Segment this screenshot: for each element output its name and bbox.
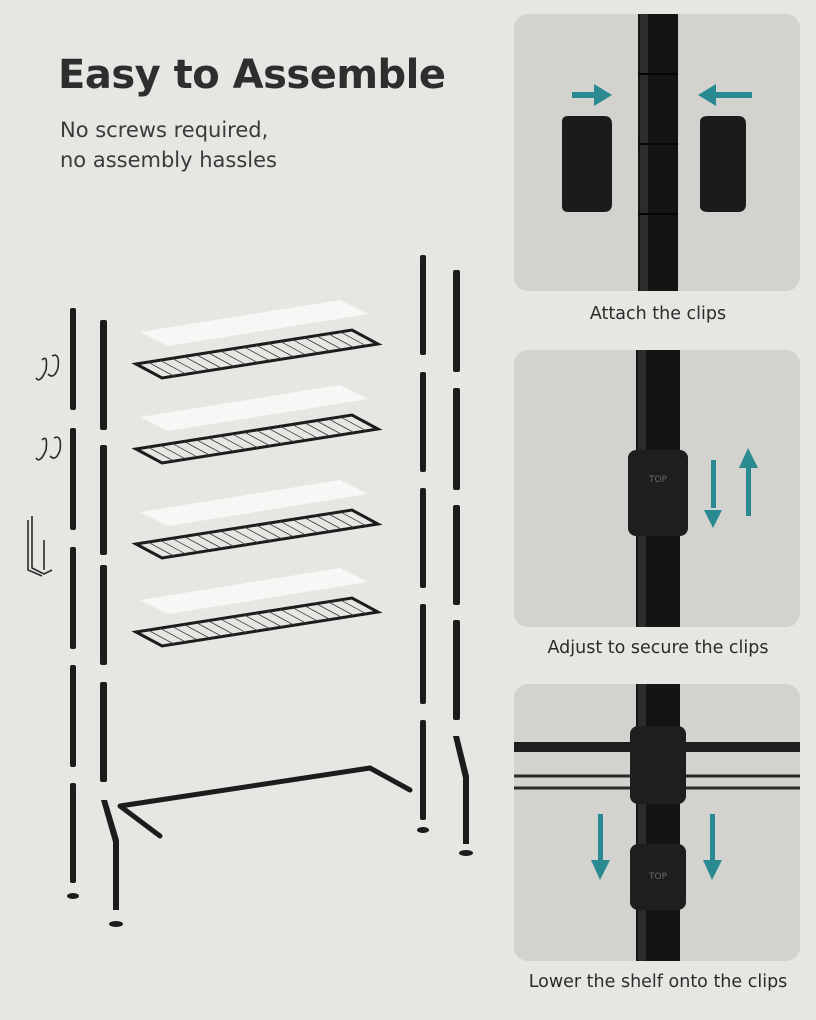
shelf-wire (219, 350, 247, 366)
shelf-wire (303, 517, 331, 532)
subtitle-line-1: No screws required, (60, 118, 269, 142)
shelf-wire (291, 423, 319, 439)
shelf-liner (140, 568, 368, 614)
shelf-wire (231, 348, 259, 364)
shelf-wire (315, 420, 343, 435)
shelf-wire (339, 331, 367, 347)
shelf-wire (207, 437, 235, 452)
shelf-wire (243, 346, 271, 362)
shelf-wire (147, 541, 175, 557)
shelf-wire (339, 416, 367, 432)
shelf-wire (303, 422, 331, 437)
shelf-wire (171, 625, 199, 641)
shelf-wire (195, 354, 223, 369)
shelf-wire (327, 418, 355, 433)
shelf-wire (207, 352, 235, 367)
shelf-wire (195, 439, 223, 454)
shelf-wire (291, 518, 319, 534)
shelf-wire (207, 532, 235, 547)
step-3-panel: TOP (514, 684, 800, 961)
shelf-wire (255, 524, 283, 540)
shelf-wire (243, 614, 271, 630)
right-poles (417, 255, 473, 856)
shelf-wire (267, 427, 295, 443)
shelf-wire (255, 429, 283, 445)
shelf-wire (183, 624, 211, 639)
shelf-wire (327, 513, 355, 528)
shelf-wire (183, 441, 211, 456)
shelf-wire (219, 618, 247, 634)
shelf-wire (207, 620, 235, 635)
shelf-liner (140, 300, 368, 346)
shelf-wire (255, 344, 283, 360)
left-poles (67, 308, 123, 927)
shelf-wire (315, 515, 343, 530)
shelf-wire (291, 338, 319, 354)
bottom-bar (117, 765, 413, 839)
shelf-wire (231, 433, 259, 449)
shelf-wire (183, 536, 211, 551)
shelf-wire (219, 530, 247, 546)
shelf-wire (243, 431, 271, 447)
shelf-wire (147, 629, 175, 645)
step-2-panel: TOP (514, 350, 800, 627)
shelf-wire (327, 333, 355, 348)
shelf-wire (159, 627, 187, 643)
shelf-wire (279, 520, 307, 536)
shelf-liner (140, 385, 368, 431)
shelf-wire (339, 511, 367, 527)
shelf-wire (279, 340, 307, 356)
shelf-wire (279, 425, 307, 441)
step-3-caption: Lower the shelf onto the clips (528, 972, 788, 992)
shelf-wire (303, 605, 331, 620)
svg-text:TOP: TOP (648, 872, 668, 882)
shelf-wire (219, 435, 247, 451)
shelf-wire (291, 606, 319, 622)
shelf-wire (243, 526, 271, 542)
shelf-wire (231, 528, 259, 544)
step-2-caption: Adjust to secure the clips (547, 638, 769, 658)
s-hooks-icon (27, 354, 62, 577)
shelf-wire (159, 444, 187, 460)
clip-attach-icon (562, 14, 752, 291)
shelf-wire (267, 610, 295, 626)
shelf-wire (195, 534, 223, 549)
shelf-wire (315, 603, 343, 618)
shelf-wire (171, 357, 199, 373)
shelf-wire (183, 356, 211, 371)
shelf-lower-icon: TOP (514, 684, 800, 961)
shelf-wire (267, 342, 295, 358)
shelf-wire (147, 361, 175, 377)
step-1-panel (514, 14, 800, 291)
shelf-wire (267, 522, 295, 538)
shelf-wire (315, 335, 343, 350)
shelf-wire (339, 599, 367, 615)
shelf-wire (195, 622, 223, 637)
shelf-wire (159, 359, 187, 375)
headline: Easy to Assemble (58, 52, 446, 98)
shelf-wire (255, 612, 283, 628)
shelf-wire (303, 337, 331, 352)
shelf-wire (147, 446, 175, 462)
shelf-wire (159, 539, 187, 555)
shelf-liner (140, 480, 368, 526)
shelf-wire (171, 442, 199, 458)
clip-adjust-icon: TOP (628, 350, 758, 627)
shelf-wire (231, 616, 259, 632)
exploded-shelf-illustration (27, 255, 473, 927)
svg-text:TOP: TOP (648, 475, 668, 485)
shelf-wire (327, 601, 355, 616)
shelf-wire (171, 537, 199, 553)
subtitle-line-2: no assembly hassles (60, 148, 277, 172)
step-1-caption: Attach the clips (589, 304, 727, 324)
shelf-wire (279, 608, 307, 624)
